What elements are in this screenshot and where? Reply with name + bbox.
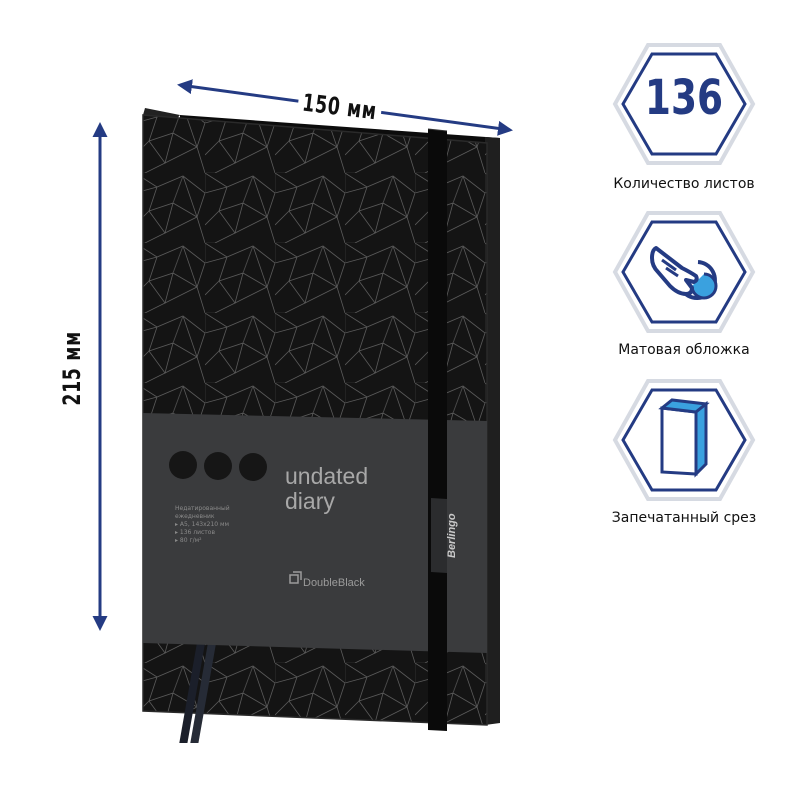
notebook-title-line2: diary (285, 488, 335, 514)
feature-hexagon-edge (612, 379, 756, 501)
page-count-value: 136 (644, 70, 724, 126)
height-label: 215 мм (58, 326, 86, 410)
band-circle (239, 453, 267, 481)
band-circle (169, 451, 197, 479)
notebook: undated diary Недатированный ежедневник … (135, 103, 515, 772)
feature-hexagon-matte (612, 211, 756, 333)
feature-label-edge: Запечатанный срез (611, 510, 757, 526)
notebook-illustration (142, 108, 500, 772)
spec-line: ежедневник (175, 513, 215, 520)
touch-hand-icon (650, 246, 718, 300)
brand-name: Berlingo (446, 513, 458, 558)
spec-line: ▸ 80 г/м² (175, 537, 202, 544)
notebook-title-line1: undated (285, 463, 369, 489)
book-edge-icon (658, 398, 710, 478)
feature-hexagon-pages (612, 43, 756, 165)
spec-line: ▸ 136 листов (175, 529, 216, 536)
band-circle (204, 452, 232, 480)
spec-line: ▸ А5, 143x210 мм (175, 521, 230, 528)
elastic-strap (428, 129, 447, 731)
bookmark-ribbon (174, 642, 205, 770)
feature-label-matte: Матовая обложка (618, 342, 750, 358)
doubleblack-logo-icon (289, 571, 302, 584)
bookmark-ribbon (185, 642, 216, 772)
spec-line: Недатированный (175, 505, 230, 512)
spec-list: Недатированный ежедневник ▸ А5, 143x210 … (175, 505, 230, 545)
series-name: DoubleBlack (303, 577, 365, 589)
feature-label-pages: Количество листов (613, 176, 755, 192)
brand-tag (431, 498, 447, 573)
